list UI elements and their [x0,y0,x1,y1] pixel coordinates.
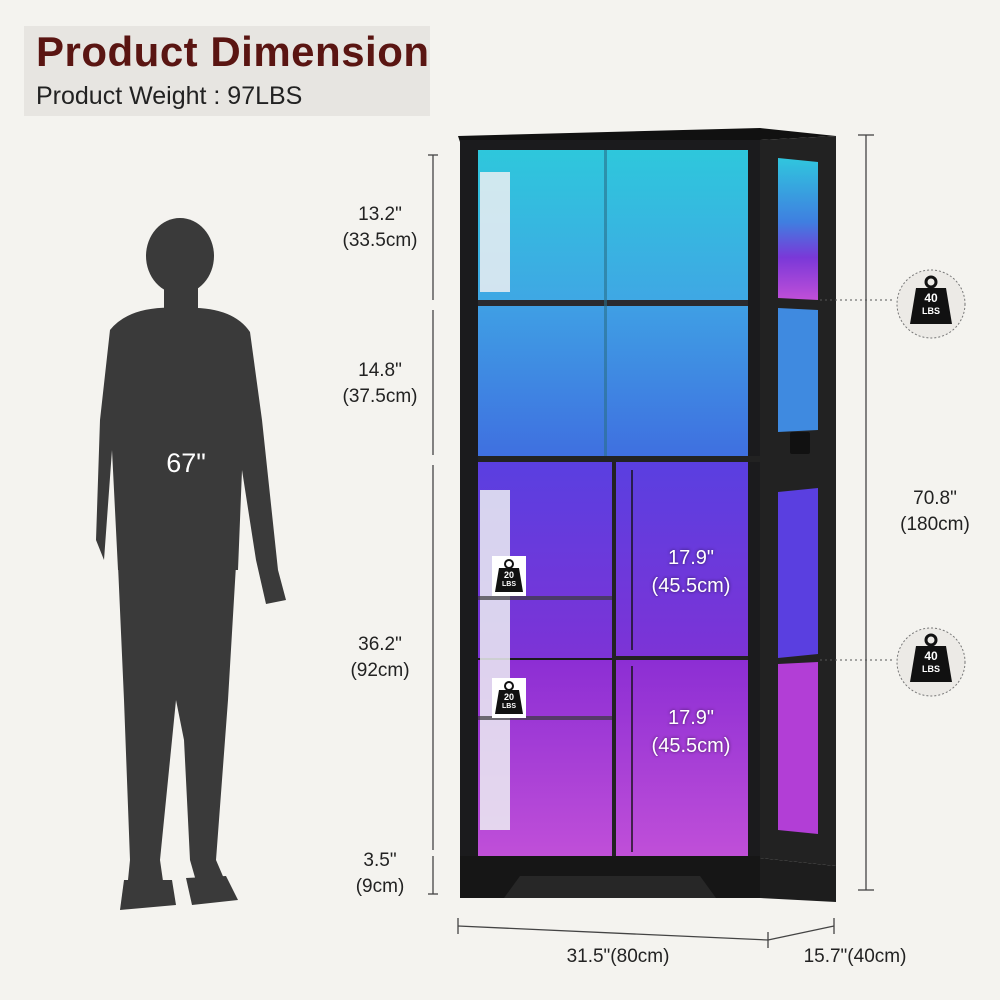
badge-upper-unit: LBS [922,306,940,316]
shelf-height-1-cm: (33.5cm) [342,230,418,251]
inner-upper-inch: 17.9" [667,547,715,569]
person-silhouette [96,218,286,910]
shelf-height-3-inch: 36.2" [358,634,402,655]
display-cabinet [458,128,836,902]
product-weight: Product Weight : 97LBS [36,82,303,110]
total-height-line [858,134,874,891]
shelf-height-1-inch: 13.2" [358,204,402,225]
width-depth-lines [457,918,835,948]
shelf-height-3-cm: (92cm) [350,660,410,681]
shelf-badge-1-unit: LBS [502,581,516,588]
base-height-cm: (9cm) [355,876,405,897]
inner-upper-cm: (45.5cm) [651,575,731,597]
weight-capacity-badge-lower: 40 LBS [894,626,968,698]
shelf-capacity-badge-2: 20 LBS [492,678,526,718]
shelf-height-3: 36.2" (92cm) [335,632,425,684]
height-dimension-lines [428,154,438,895]
person-height-label: 67" [166,448,206,478]
shelf-height-2-inch: 14.8" [358,360,402,381]
shelf-height-2-cm: (37.5cm) [342,386,418,407]
badge-upper-value: 40 [924,291,938,305]
inner-lower-cm: (45.5cm) [651,735,731,757]
total-height-label: 70.8" (180cm) [880,486,990,538]
inner-lower-inch: 17.9" [667,707,715,729]
badge-leaders [820,299,892,661]
shelf-height-1: 13.2" (33.5cm) [335,202,425,254]
shelf-badge-2-unit: LBS [502,703,516,710]
badge-lower-value: 40 [924,649,938,663]
total-height-cm: (180cm) [900,514,970,535]
inner-compartment-lower: 17.9" (45.5cm) [636,704,746,760]
total-height-inch: 70.8" [913,488,957,509]
badge-lower-unit: LBS [922,664,940,674]
base-height-inch: 3.5" [363,850,397,871]
shelf-badge-2-value: 20 [503,692,514,702]
shelf-height-2: 14.8" (37.5cm) [335,358,425,410]
page-title: Product Dimension [36,28,430,75]
weight-capacity-badge-upper: 40 LBS [894,268,968,340]
width-label: 31.5"(80cm) [566,946,670,967]
header-panel [24,26,430,116]
depth-label: 15.7"(40cm) [803,946,907,967]
shelf-capacity-badge-1: 20 LBS [492,556,526,596]
inner-compartment-upper: 17.9" (45.5cm) [636,544,746,600]
shelf-badge-1-value: 20 [503,570,514,580]
base-height: 3.5" (9cm) [335,848,425,900]
